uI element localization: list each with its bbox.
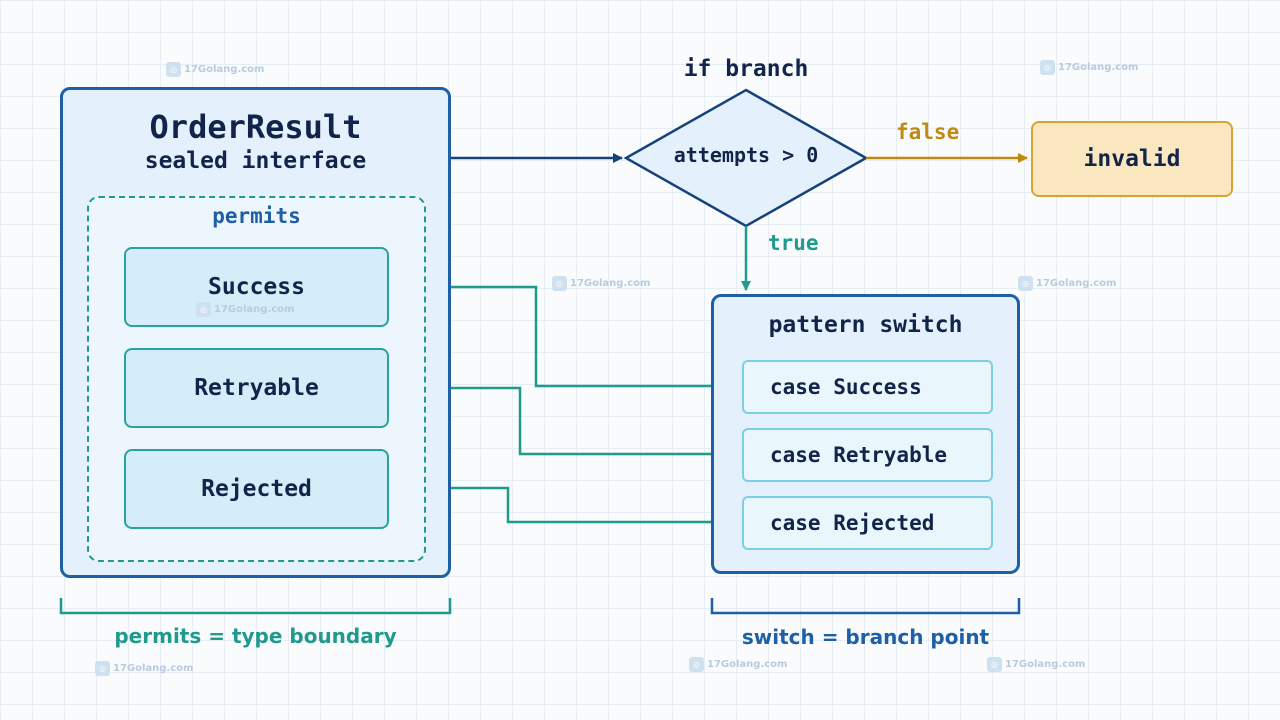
watermark: ◎17Golang.com — [1018, 276, 1116, 291]
watermark: ◎17Golang.com — [95, 661, 193, 676]
watermark-logo-icon: ◎ — [689, 657, 704, 672]
watermark-logo-icon: ◎ — [1040, 60, 1055, 75]
branch-title: if branch — [683, 56, 809, 82]
type-boundary-note: permits = type boundary — [114, 624, 397, 648]
watermark-logo-icon: ◎ — [552, 276, 567, 291]
watermark: ◎17Golang.com — [987, 657, 1085, 672]
connector-retryable — [389, 386, 739, 459]
watermark-logo-icon: ◎ — [196, 302, 211, 317]
watermark: ◎17Golang.com — [552, 276, 650, 291]
bracket-right — [710, 598, 1021, 615]
connector-success — [389, 285, 739, 391]
invalid-box: invalid — [1031, 121, 1233, 197]
case-retryable: case Retryable — [742, 428, 993, 482]
false-label: false — [896, 120, 960, 144]
permit-rejected: Rejected — [124, 449, 389, 529]
watermark: ◎17Golang.com — [166, 62, 264, 77]
true-label: true — [768, 231, 819, 255]
watermark-logo-icon: ◎ — [1018, 276, 1033, 291]
watermark-logo-icon: ◎ — [987, 657, 1002, 672]
order-result-subtitle: sealed interface — [144, 148, 367, 174]
permit-success: Success — [124, 247, 389, 327]
watermark: ◎17Golang.com — [1040, 60, 1138, 75]
order-result-title: OrderResult — [149, 108, 362, 146]
permit-retryable: Retryable — [124, 348, 389, 428]
permits-label: permits — [212, 204, 301, 228]
watermark-logo-icon: ◎ — [95, 661, 110, 676]
branch-point-note: switch = branch point — [741, 625, 990, 649]
pattern-switch-title: pattern switch — [768, 312, 963, 338]
branch-condition: attempts > 0 — [673, 143, 819, 167]
watermark: ◎17Golang.com — [689, 657, 787, 672]
case-rejected: case Rejected — [742, 496, 993, 550]
bracket-left — [59, 598, 452, 615]
case-success: case Success — [742, 360, 993, 414]
watermark: ◎17Golang.com — [196, 302, 294, 317]
watermark-logo-icon: ◎ — [166, 62, 181, 77]
